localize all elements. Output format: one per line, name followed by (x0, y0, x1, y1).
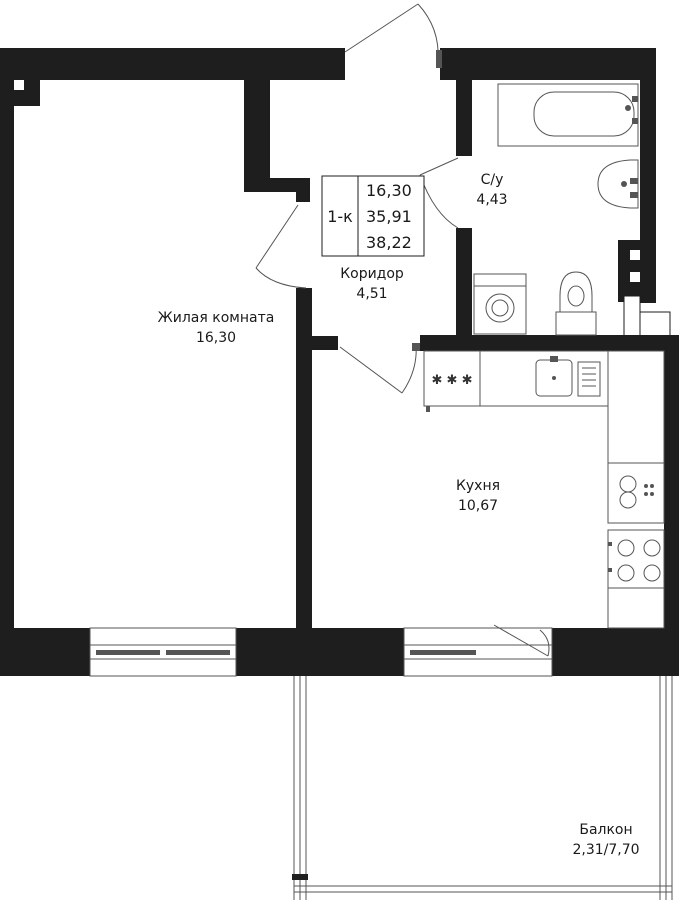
wall-partition-living-kitchen (296, 288, 312, 628)
kitchen-counter-bottom (607, 587, 665, 629)
kitchen-counter-right (607, 350, 665, 464)
wall-right-upper (640, 48, 656, 303)
kitchen-name: Кухня (456, 478, 500, 494)
bathroom-area: 4,43 (476, 192, 507, 208)
sink-icon (597, 159, 639, 209)
wall-top-right (440, 48, 656, 80)
door-bathroom[interactable] (419, 157, 459, 229)
wall-left (0, 48, 14, 676)
cooktop-icon (607, 529, 665, 589)
area-living: 16,30 (366, 181, 412, 200)
wall-bath-left-top (456, 80, 472, 156)
kitchen-counter-left (423, 350, 481, 407)
stove-burners-icon: ✱ ✱ ✱ (432, 373, 473, 388)
bathroom-fixtures (473, 83, 639, 336)
toilet-icon (555, 271, 597, 336)
bathroom-name: С/у (481, 172, 504, 188)
balcony-name: Балкон (579, 822, 632, 838)
wall-bath-left-bottom (456, 228, 472, 340)
window-living (89, 627, 237, 677)
door-living[interactable] (255, 204, 307, 289)
living-room-area: 16,30 (196, 330, 236, 346)
wall-top-left (0, 48, 345, 80)
living-room-name: Жилая комната (158, 310, 275, 326)
kitchen-fixtures: ✱ ✱ ✱ (423, 350, 665, 629)
wall-right-lower (664, 340, 679, 676)
wall-partition-top (244, 80, 270, 192)
wall-bottom-1 (0, 628, 90, 676)
area-with-balcony: 38,22 (366, 233, 412, 252)
door-entrance[interactable] (344, 3, 442, 68)
wall-right-shaft (618, 240, 656, 302)
door-kitchen[interactable] (339, 343, 420, 394)
room-labels: Жилая комната 16,30 Коридор 4,51 С/у 4,4… (158, 172, 640, 858)
washing-machine-icon (473, 273, 527, 335)
corridor-area: 4,51 (356, 286, 387, 302)
walls (0, 48, 679, 676)
area-total: 35,91 (366, 207, 412, 226)
wall-bottom-3 (552, 628, 679, 676)
wall-bottom-2 (236, 628, 404, 676)
kitchen-sink-icon (535, 356, 601, 397)
balcony-area: 2,31/7,70 (572, 842, 639, 858)
kitchen-area: 10,67 (458, 498, 498, 514)
balcony (292, 676, 673, 900)
windows (89, 624, 553, 677)
window-kitchen (403, 624, 553, 677)
unit-type: 1-к (327, 207, 353, 226)
area-summary-box: 1-к 16,30 35,91 38,22 (321, 175, 425, 257)
wall-bath-bottom (420, 335, 679, 351)
corridor-name: Коридор (340, 266, 404, 282)
bathtub-icon (497, 83, 639, 147)
boiler-icon (607, 462, 665, 524)
